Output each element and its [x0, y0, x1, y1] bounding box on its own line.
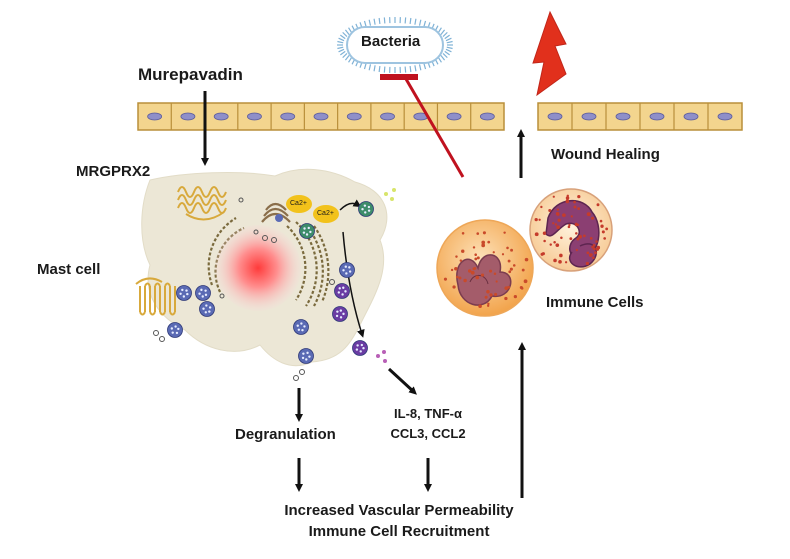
mrgprx2-label: MRGPRX2: [76, 163, 151, 180]
wound-healing-label: Wound Healing: [551, 146, 660, 163]
bacteria-label: Bacteria: [361, 33, 421, 50]
outcome-line-1: Increased Vascular Permeability: [284, 502, 514, 519]
inhibition-line: [380, 74, 465, 178]
cytokine-arrow: [387, 367, 417, 395]
calcium-label-2: Ca2+: [317, 210, 334, 217]
mast-cell: [141, 168, 388, 367]
mast-cell-label: Mast cell: [37, 261, 101, 278]
released-granules: [153, 188, 396, 381]
cytokines-line-1: IL-8, TNF-α: [394, 406, 462, 421]
eosinophil-cell: [529, 188, 613, 272]
cytokines-line-2: CCL3, CCL2: [390, 426, 466, 441]
calcium-label-1: Ca2+: [290, 200, 307, 207]
immune-cells-label: Immune Cells: [546, 294, 644, 311]
lightning-bolt-icon: [532, 10, 567, 97]
mast-cell-nucleus: [215, 225, 301, 311]
outcome-line-2: Immune Cell Recruitment: [308, 523, 490, 540]
golgi-apparatus: [261, 202, 291, 223]
murepavadin-label: Murepavadin: [138, 65, 243, 84]
rod-bacterium-icon: [337, 17, 453, 73]
neutrophil-cell: [436, 219, 534, 317]
seven-transmembrane-receptor-icon: [135, 186, 227, 316]
epithelium-left: [137, 102, 505, 131]
degranulation-label: Degranulation: [235, 426, 336, 443]
epithelium-right: [537, 102, 743, 131]
